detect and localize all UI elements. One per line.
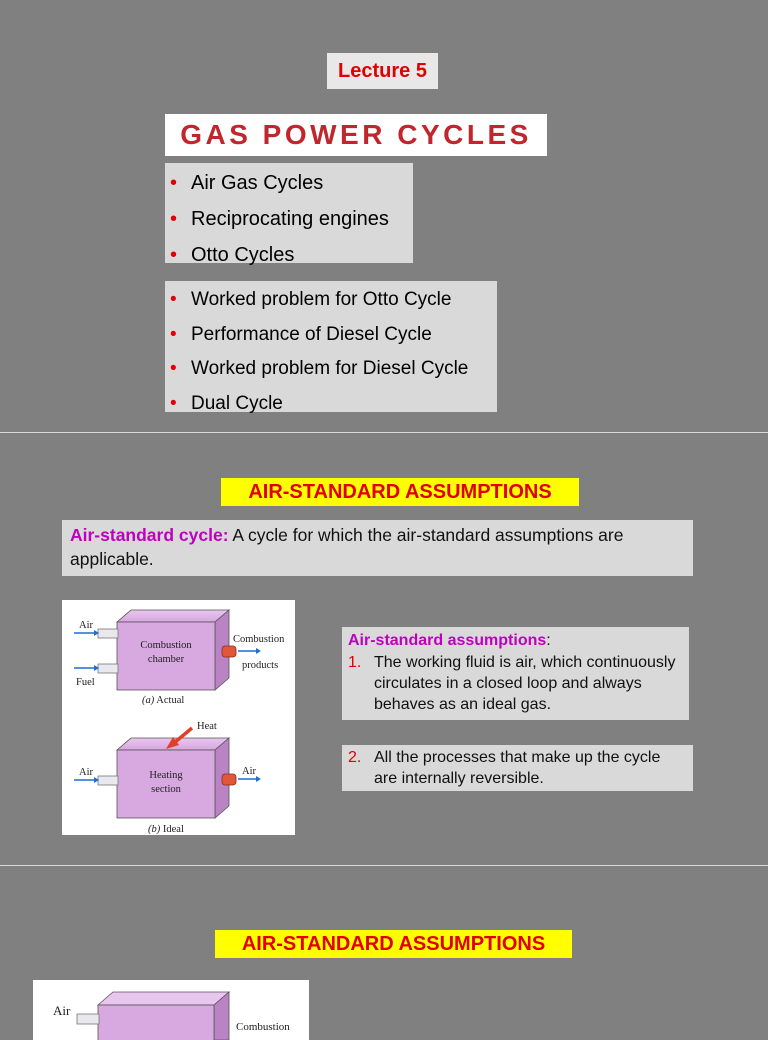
combustion-diagram-partial: Air Combustion	[33, 980, 309, 1040]
list-item: •Reciprocating engines	[165, 201, 413, 237]
combustion-diagram-svg: Combustion chamber Air Fuel Combustion p…	[74, 609, 285, 835]
products-label-line1: Combustion	[233, 634, 285, 645]
products-outlet-pipe	[221, 645, 237, 658]
assumptions-box-1: Air-standard assumptions: 1. The working…	[342, 627, 689, 720]
list-item: •Dual Cycle	[165, 387, 497, 422]
products-label-line2: products	[242, 660, 278, 671]
air-label: Air	[53, 1003, 71, 1018]
bullet-icon: •	[170, 172, 178, 194]
bullet-icon: •	[170, 208, 178, 230]
heating-label-line1: Heating	[149, 770, 183, 781]
caption-actual: (a) Actual	[142, 695, 184, 706]
bullet-icon: •	[170, 358, 177, 379]
list-item: •Otto Cycles	[165, 237, 413, 273]
air-inlet-pipe	[97, 628, 119, 639]
assumption-2: 2. All the processes that make up the cy…	[348, 749, 661, 787]
definition-box: Air-standard cycle: A cycle for which th…	[62, 520, 693, 576]
heat-arrow-icon	[172, 726, 194, 745]
slide-divider	[0, 432, 768, 433]
heat-label: Heat	[197, 721, 217, 732]
air-label: Air	[79, 620, 94, 631]
lecture-label: Lecture 5	[327, 53, 438, 89]
list-item: •Performance of Diesel Cycle	[165, 318, 497, 353]
caption-ideal: (b) Ideal	[148, 824, 184, 835]
slide-divider	[0, 865, 768, 866]
definition-text: A cycle for which the air-standard assum…	[70, 525, 624, 569]
chamber-label-line2: chamber	[148, 654, 185, 665]
combustion-diagram-partial-svg: Air Combustion	[53, 991, 290, 1040]
actual-chamber-box: Combustion chamber	[115, 609, 231, 691]
combustion-diagram: Combustion chamber Air Fuel Combustion p…	[62, 600, 295, 835]
fuel-inlet-pipe	[97, 663, 119, 674]
assumptions-title: Air-standard assumptions	[348, 632, 547, 649]
heating-label-line2: section	[151, 784, 181, 795]
bullet-icon: •	[170, 244, 178, 266]
topic-list-1: •Air Gas Cycles •Reciprocating engines •…	[165, 163, 413, 266]
list-item: •Air Gas Cycles	[165, 165, 413, 201]
fuel-label: Fuel	[76, 677, 95, 688]
combustion-label: Combustion	[236, 1021, 290, 1033]
bullet-icon: •	[170, 392, 177, 414]
bullet-icon: •	[170, 289, 177, 310]
assumption-1: 1. The working fluid is air, which conti…	[348, 654, 676, 713]
slide-title-air-standard-2: AIR-STANDARD ASSUMPTIONS	[215, 930, 572, 958]
ideal-heating-box: Heating section	[115, 737, 231, 819]
slide-title-gas-power-cycles: GAS POWER CYCLES	[165, 114, 547, 156]
bullet-icon: •	[170, 323, 177, 345]
air-out-label: Air	[242, 766, 257, 777]
slide-title-air-standard: AIR-STANDARD ASSUMPTIONS	[221, 478, 579, 506]
list-item: •Worked problem for Diesel Cycle	[165, 352, 497, 387]
ideal-air-inlet-pipe	[97, 775, 119, 786]
assumptions-box-2: 2. All the processes that make up the cy…	[342, 745, 693, 791]
slide-1: Lecture 5 GAS POWER CYCLES •Air Gas Cycl…	[0, 0, 768, 432]
topic-list-2: •Worked problem for Otto Cycle •Performa…	[165, 281, 497, 414]
list-item: •Worked problem for Otto Cycle	[165, 283, 497, 318]
air-in-label: Air	[79, 767, 94, 778]
definition-term: Air-standard cycle:	[70, 525, 229, 545]
ideal-air-outlet-pipe	[221, 773, 237, 786]
chamber-label-line1: Combustion	[140, 640, 192, 651]
